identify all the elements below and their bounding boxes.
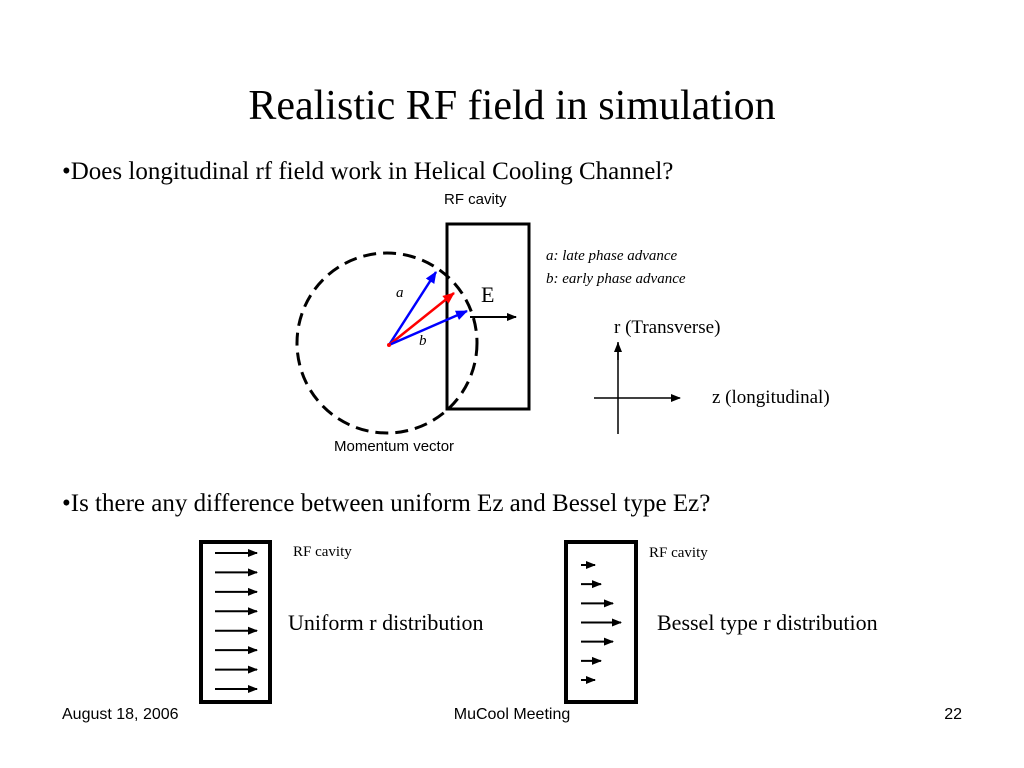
vector-origin xyxy=(387,343,391,347)
momentum-vector-label: Momentum vector xyxy=(334,438,455,455)
vector-a-label: a xyxy=(396,285,404,301)
vector-b-arrow xyxy=(388,309,468,347)
uniform-caption: Uniform r distribution xyxy=(288,610,484,635)
bullet-question-1: •Does longitudinal rf field work in Heli… xyxy=(62,158,674,185)
footer-date: August 18, 2006 xyxy=(62,706,179,723)
uniform-cavity-label: RF cavity xyxy=(293,544,352,560)
vector-a-arrow xyxy=(387,271,438,346)
momentum-circle xyxy=(295,251,479,435)
reference-arrow xyxy=(388,292,455,346)
slide-title: Realistic RF field in simulation xyxy=(248,83,776,129)
footer-page-number: 22 xyxy=(944,706,962,723)
rf-cavity-box xyxy=(445,222,531,411)
vector-b-label: b xyxy=(419,333,427,349)
bessel-cavity-label: RF cavity xyxy=(649,545,708,561)
legend-b-text: b: early phase advance xyxy=(546,271,686,287)
bessel-cavity-box xyxy=(564,540,638,704)
footer-event: MuCool Meeting xyxy=(453,706,571,723)
r-axis-label: r (Transverse) xyxy=(614,317,721,338)
bessel-caption: Bessel type r distribution xyxy=(657,610,878,635)
legend-a-text: a: late phase advance xyxy=(546,248,678,264)
uniform-field-arrows xyxy=(215,549,258,693)
z-axis-label: z (longitudinal) xyxy=(712,387,830,408)
rf-cavity-label-top: RF cavity xyxy=(444,191,507,208)
bullet-question-2: •Is there any difference between uniform… xyxy=(62,490,711,517)
bessel-field-arrows xyxy=(581,561,622,684)
uniform-cavity-box xyxy=(199,540,272,704)
e-field-label: E xyxy=(481,282,495,307)
